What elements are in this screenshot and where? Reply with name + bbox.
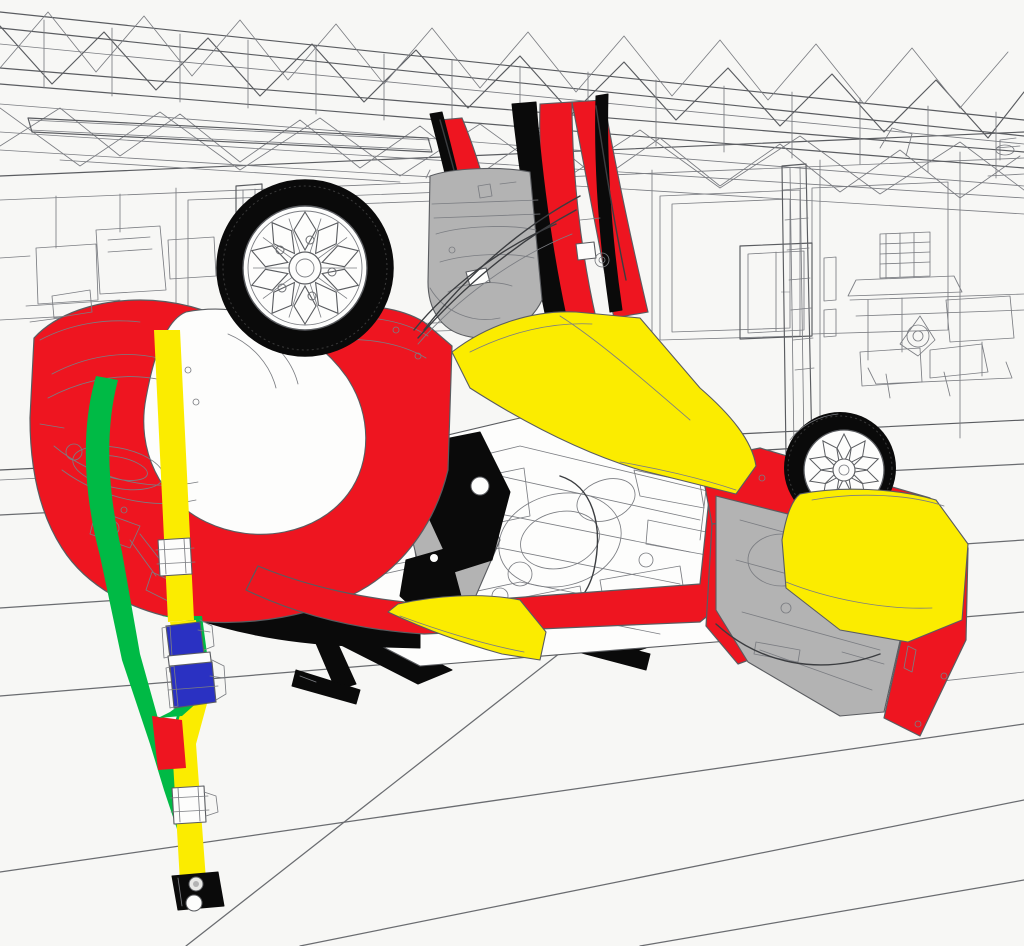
tensioner-lower[interactable] [169, 785, 219, 825]
background-machinery [849, 137, 1024, 399]
background-crates [847, 231, 963, 297]
recovery-strap-assembly[interactable] [85, 330, 227, 912]
protective-cover-front[interactable] [451, 311, 757, 495]
protective-cover-sill[interactable] [387, 595, 547, 661]
floor-anchor-plate[interactable] [171, 871, 225, 912]
overturned-sports-car[interactable] [29, 93, 969, 737]
ratchet-buckle-upper[interactable] [161, 619, 215, 659]
workshop-door-left [739, 242, 813, 340]
protective-cover-rear[interactable] [781, 488, 969, 643]
ratchet-buckle-lower[interactable] [165, 651, 227, 709]
rear-bumper-shadow [715, 623, 881, 666]
wheel-spokes [250, 210, 360, 326]
strap-green-primary [85, 376, 200, 856]
workshop-door-right [823, 256, 837, 338]
tensioner-upper[interactable] [155, 537, 196, 577]
front-wheel[interactable] [216, 179, 394, 357]
strap-red-sleeve [152, 716, 186, 770]
foreground-cables [417, 105, 627, 339]
